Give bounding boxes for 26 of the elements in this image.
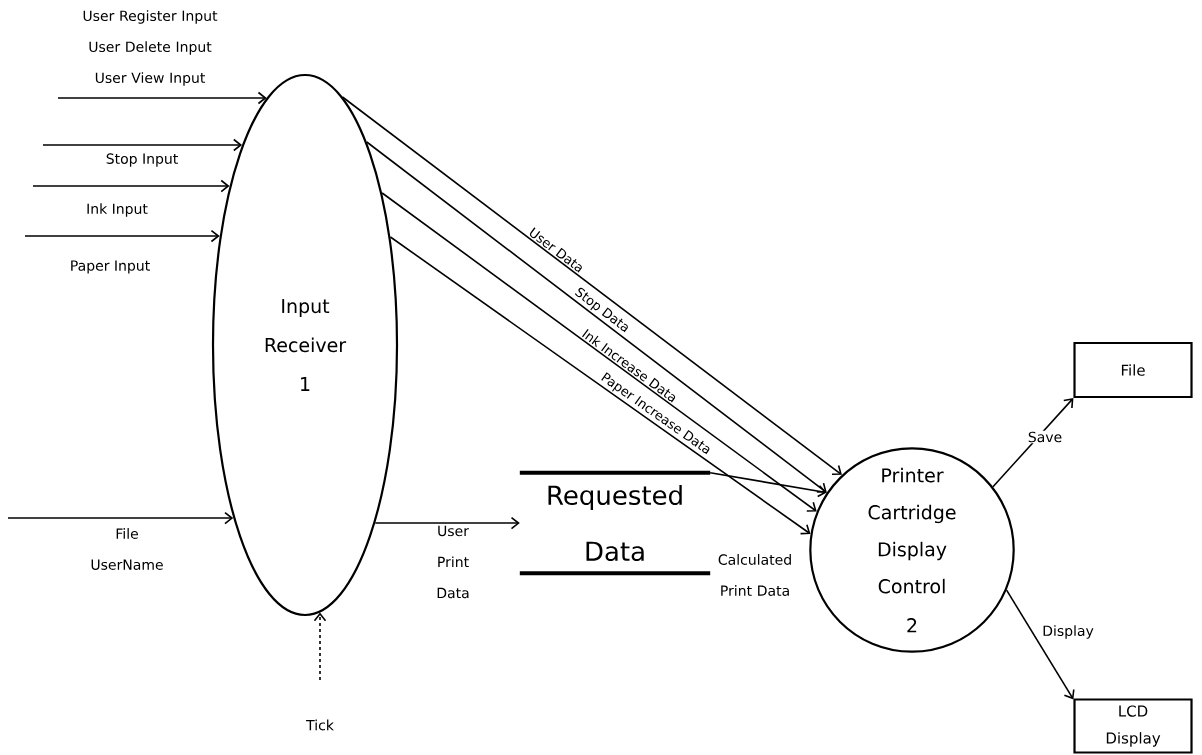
arrow — [365, 141, 827, 493]
edge-label: Tick — [305, 718, 335, 732]
edge-label: Stop Input — [104, 152, 180, 168]
edge-label: Save — [1026, 430, 1064, 444]
arrow — [381, 192, 817, 512]
arrow — [1005, 589, 1075, 700]
arrow — [32, 179, 230, 193]
edge-label: Display — [1041, 624, 1095, 640]
arrow — [24, 229, 220, 243]
data-store: Requested Data — [519, 470, 711, 576]
edge-label: File UserName — [86, 527, 168, 571]
arrow — [389, 236, 811, 535]
arrow — [7, 511, 234, 525]
edge-label: Ink Input — [85, 202, 149, 218]
arrow — [709, 472, 827, 498]
arrow — [57, 91, 267, 105]
edge-label: Paper Input — [68, 259, 152, 275]
arrow — [313, 612, 327, 681]
terminator-box: File — [1073, 341, 1193, 399]
arrow — [42, 138, 243, 152]
edge-label: User Print Data — [427, 524, 479, 600]
terminator-box: LCD Display — [1073, 698, 1193, 754]
arrow — [374, 516, 520, 530]
edge-label: Calculated Print Data — [713, 553, 797, 597]
arrow — [341, 96, 842, 476]
arrow — [992, 398, 1074, 488]
